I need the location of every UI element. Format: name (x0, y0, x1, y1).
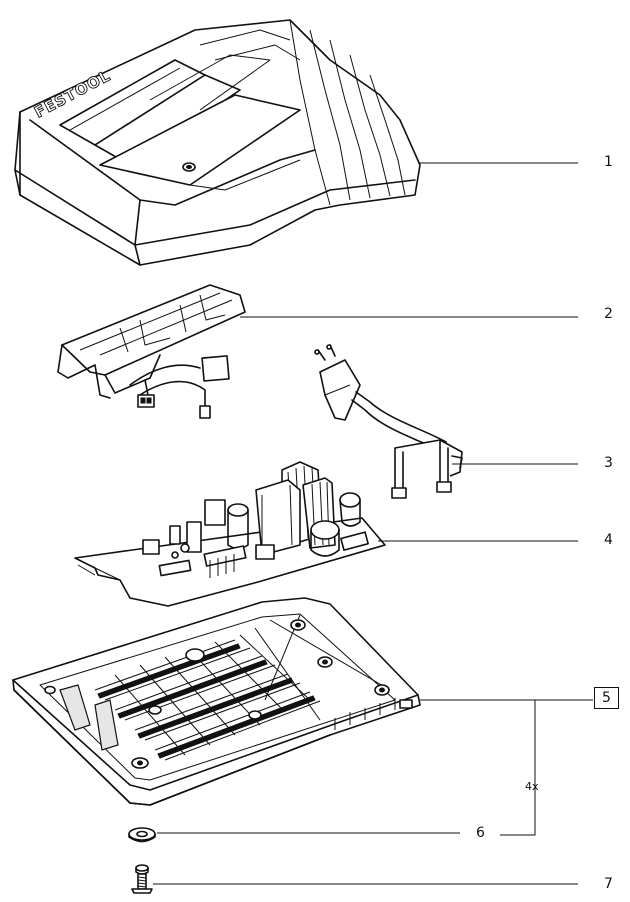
circuit-board (74, 461, 386, 607)
callout-7: 7 (604, 876, 613, 892)
callout-3: 3 (604, 455, 613, 471)
screw (131, 864, 153, 894)
quantity-label: 4x (525, 780, 539, 793)
housing-top-cover: FESTOOL (14, 19, 421, 266)
leader-lines (153, 162, 593, 885)
foot-pad (128, 827, 156, 843)
callout-6: 6 (476, 825, 485, 841)
leader-line-qty (500, 700, 536, 836)
battery-contact-holder (57, 284, 246, 419)
power-plug-cable (314, 344, 463, 499)
callout-5: 5 (594, 687, 619, 709)
callout-1: 1 (604, 154, 613, 170)
callout-2: 2 (604, 306, 613, 322)
callout-4: 4 (604, 532, 613, 548)
base-plate (12, 597, 421, 806)
